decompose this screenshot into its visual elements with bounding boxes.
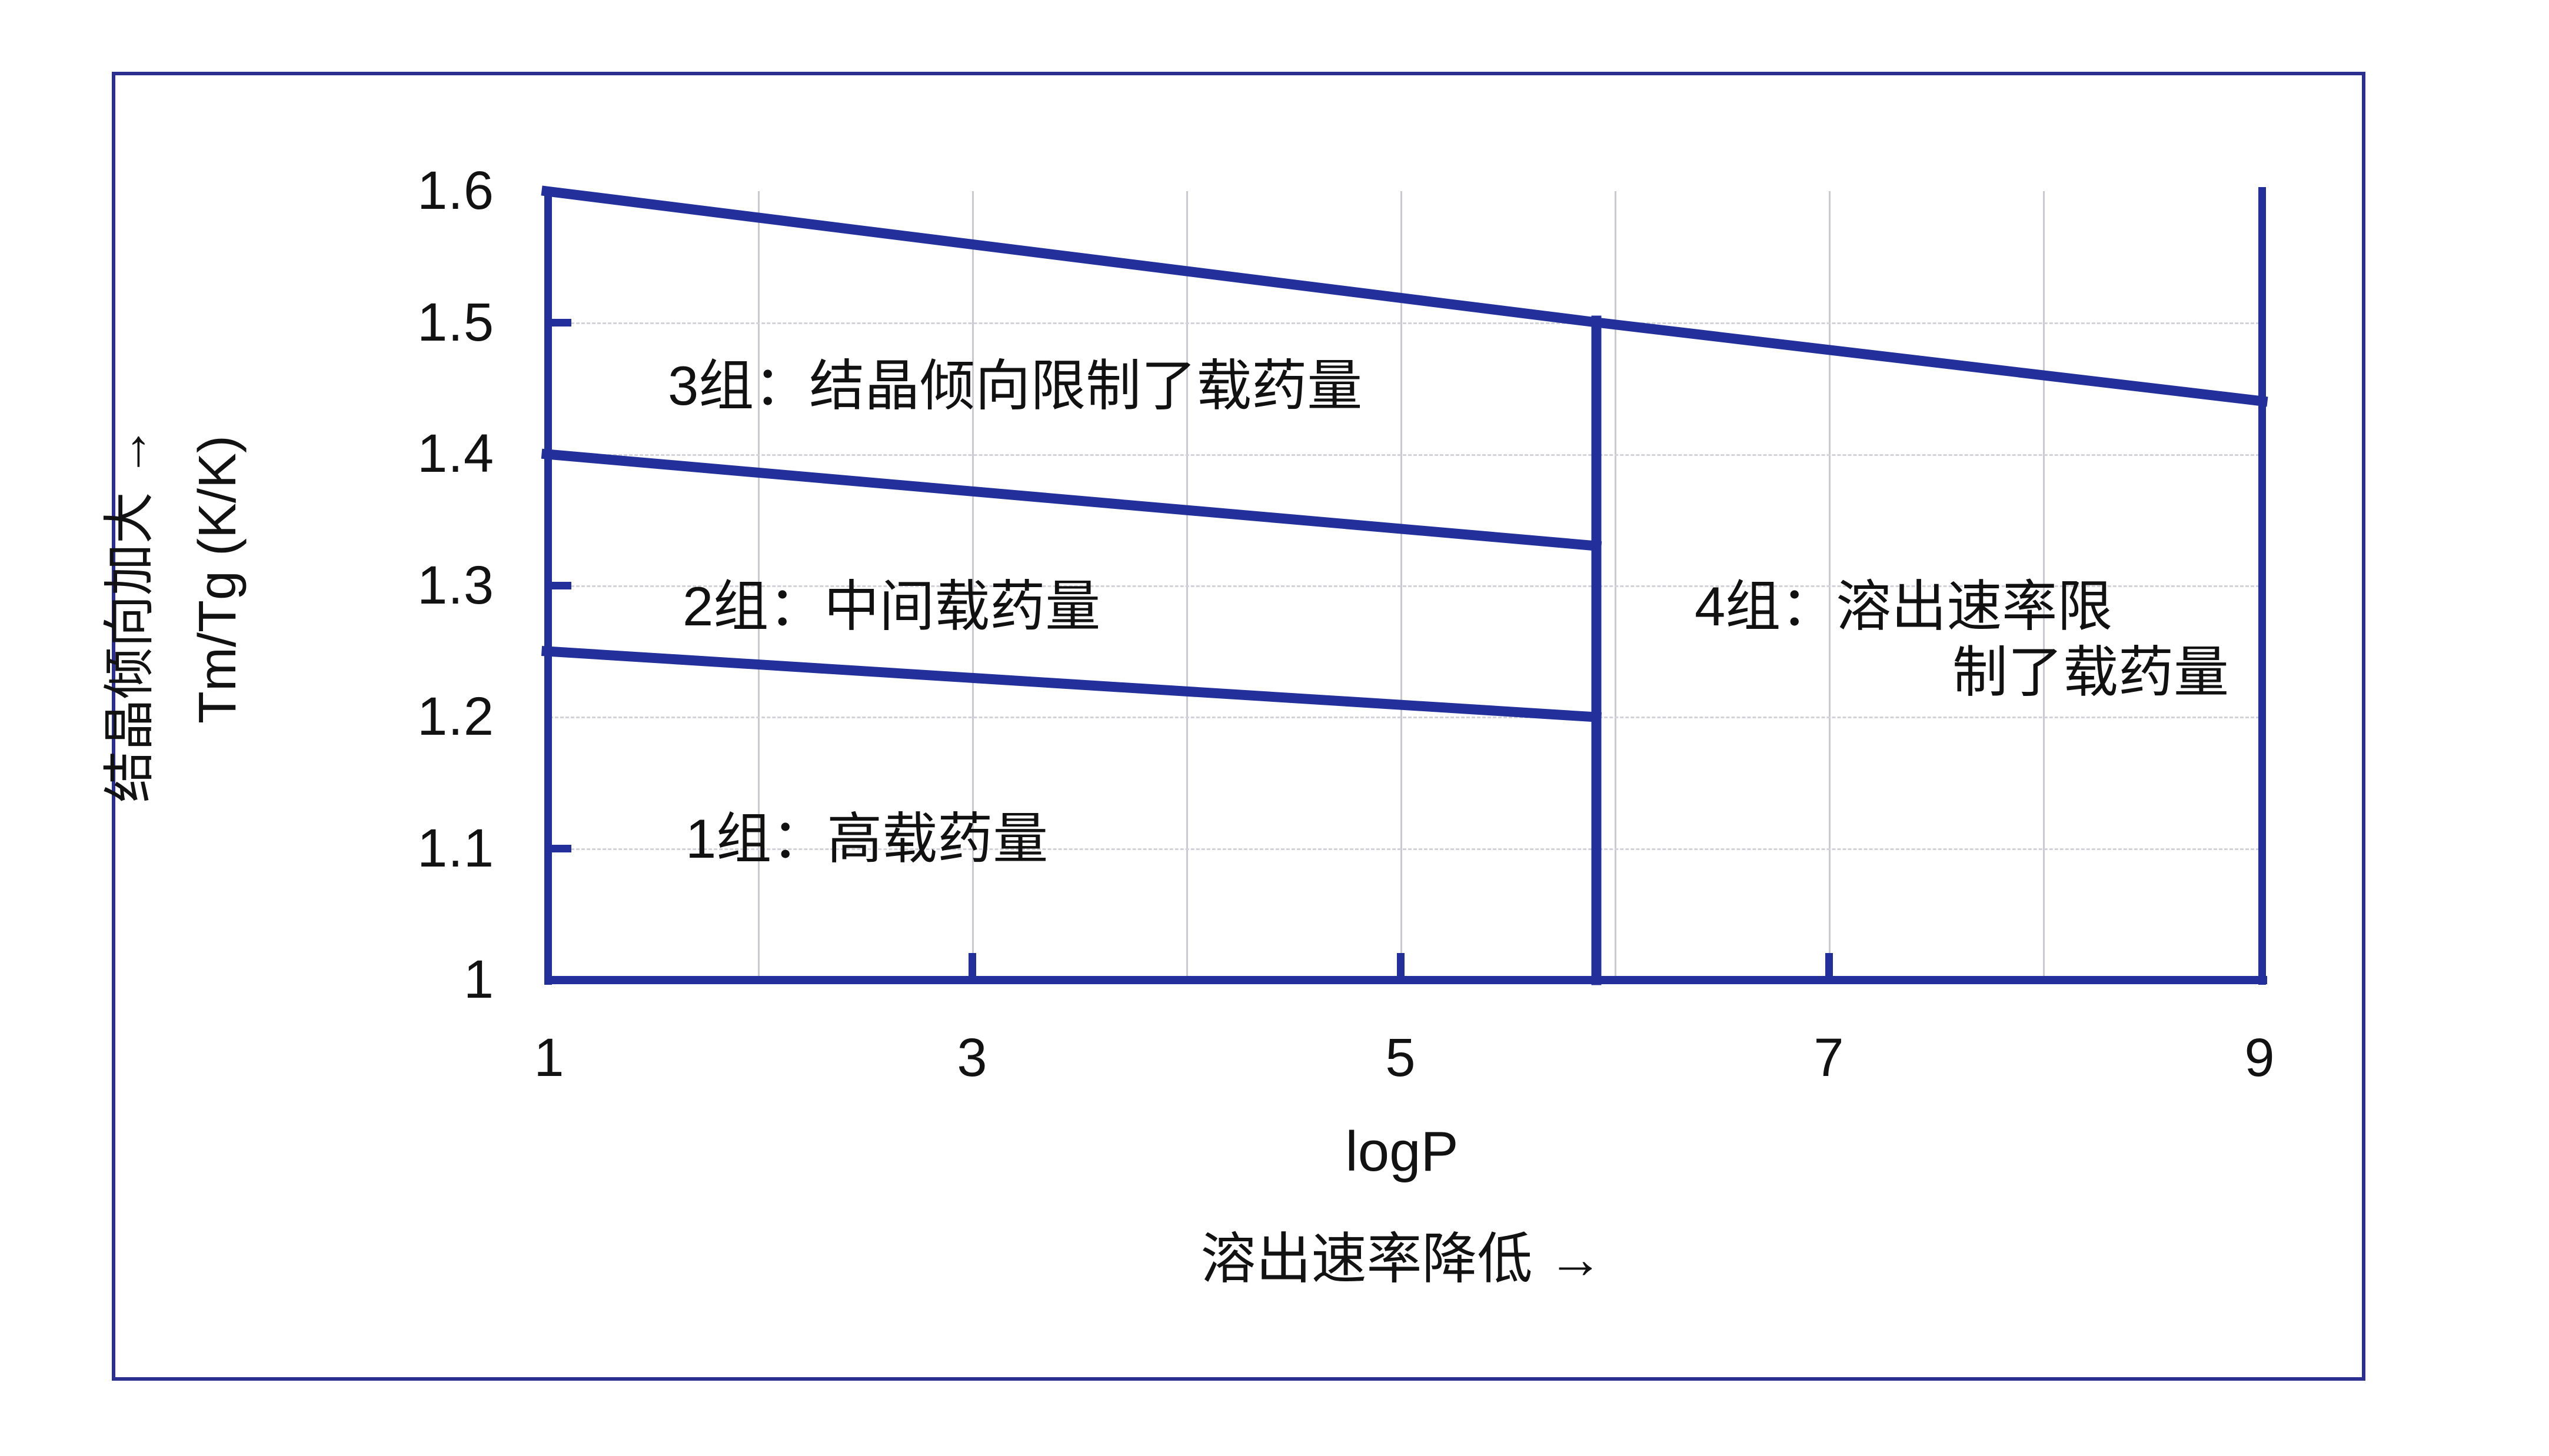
gridline-y-1.2 (544, 717, 2260, 718)
y-tick-1.3 (544, 582, 571, 589)
plot-right-border (2258, 187, 2266, 985)
region-label-group3: 3组：结晶倾向限制了载药量 (668, 355, 1363, 417)
y-tick-label-1.3: 1.3 (417, 555, 494, 615)
region-label-group1: 1组：高载药量 (685, 808, 1049, 869)
x-tick-label-3: 3 (957, 1028, 987, 1088)
gridline-y-1.3 (544, 585, 2260, 587)
x-tick-label-9: 9 (2244, 1028, 2275, 1088)
y-tick-label-1.5: 1.5 (417, 292, 494, 352)
y-tick-1.1 (544, 845, 571, 852)
x-tick-label-7: 7 (1813, 1028, 1844, 1088)
x-axis-line (544, 976, 2267, 984)
gridline-y-1.4 (544, 454, 2260, 456)
x-tick-5 (1397, 953, 1405, 982)
y-axis-direction-label: 结晶倾向加大 → (100, 425, 158, 803)
x-tick-label-1: 1 (534, 1028, 564, 1088)
region-label-group2: 2组：中间载药量 (683, 575, 1101, 637)
gridline-y-1.5 (544, 322, 2260, 324)
region-label-group4: 4组：溶出速率限 制了载药量 (1695, 574, 2248, 705)
region-label-group4-line1: 4组：溶出速率限 (1695, 575, 2113, 637)
y-tick-label-1: 1 (463, 949, 494, 1009)
gridline-y-1.1 (544, 848, 2260, 850)
y-tick-label-1.4: 1.4 (417, 424, 494, 484)
y-tick-label-1.1: 1.1 (417, 818, 494, 878)
x-axis-title: logP (1345, 1120, 1459, 1183)
y-tick-1.5 (544, 319, 571, 326)
y-tick-label-1.6: 1.6 (417, 161, 494, 221)
x-tick-3 (969, 953, 976, 982)
x-tick-7 (1825, 953, 1833, 982)
x-tick-label-5: 5 (1385, 1028, 1416, 1088)
x-axis-direction-label: 溶出速率降低 → (1200, 1228, 1603, 1290)
y-tick-label-1.2: 1.2 (417, 687, 494, 747)
y-axis-title: Tm/Tg (K/K) (188, 435, 247, 724)
region-label-group4-line2: 制了载药量 (1952, 641, 2229, 703)
